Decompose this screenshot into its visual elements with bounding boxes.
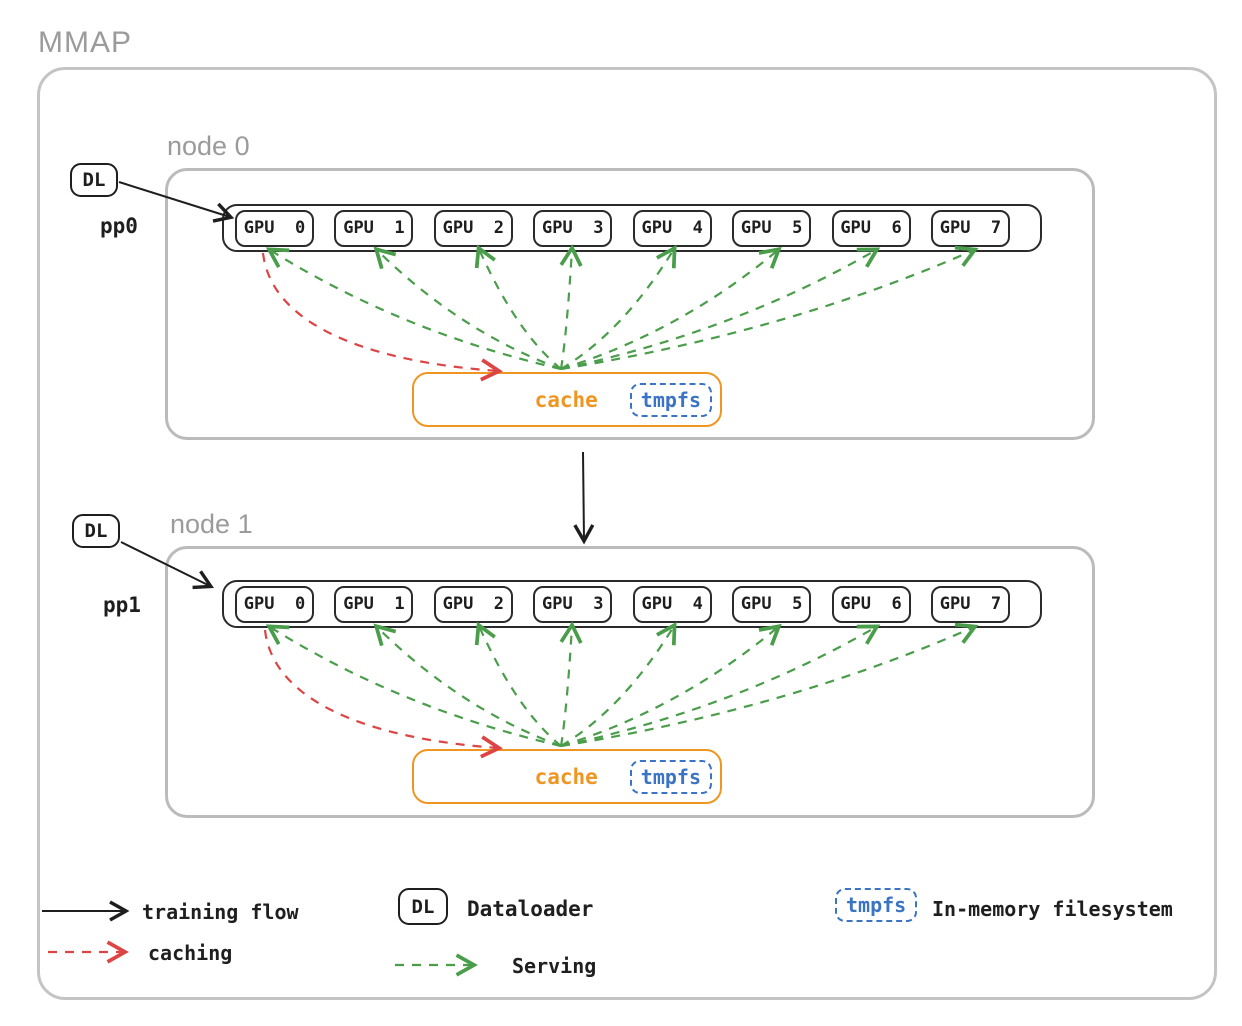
gpu-box: GPU 4: [633, 586, 712, 623]
gpu-box: GPU 3: [533, 586, 612, 623]
gpu-box: GPU 7: [931, 210, 1010, 247]
gpu-box: GPU 1: [334, 210, 413, 247]
cache-label: cache: [535, 765, 598, 789]
legend-tmpfs-box: tmpfs: [835, 888, 917, 922]
legend-training-flow-label: training flow: [142, 902, 299, 922]
gpu-box: GPU 2: [434, 210, 513, 247]
gpu-label: GPU 3: [542, 218, 603, 238]
gpu-label: GPU 5: [741, 218, 802, 238]
node1-tmpfs-box: tmpfs: [630, 760, 712, 794]
gpu-label: GPU 0: [244, 218, 305, 238]
node1-cache-box: cache tmpfs: [412, 749, 722, 804]
node0-label: node 0: [167, 133, 250, 160]
gpu-label: GPU 4: [641, 218, 702, 238]
gpu-box: GPU 1: [334, 586, 413, 623]
node0-tmpfs-box: tmpfs: [630, 383, 712, 417]
gpu-label: GPU 4: [641, 594, 702, 614]
gpu-label: GPU 6: [840, 218, 901, 238]
node1-dataloader-label: DL: [85, 520, 108, 542]
legend-caching-label: caching: [148, 943, 232, 963]
node0-pp-label: pp0: [100, 216, 138, 237]
node1-gpu-row: GPU 0 GPU 1 GPU 2 GPU 3 GPU 4 GPU 5 GPU …: [222, 580, 1042, 628]
legend-in-memory-filesystem-label: In-memory filesystem: [932, 899, 1173, 919]
gpu-label: GPU 6: [840, 594, 901, 614]
gpu-box: GPU 2: [434, 586, 513, 623]
gpu-label: GPU 3: [542, 594, 603, 614]
legend-dataloader-label: Dataloader: [467, 899, 593, 920]
gpu-label: GPU 5: [741, 594, 802, 614]
node0-dataloader-label: DL: [83, 169, 106, 191]
node0-dataloader-box: DL: [70, 163, 118, 197]
gpu-box: GPU 0: [235, 586, 314, 623]
gpu-box: GPU 6: [832, 210, 911, 247]
gpu-label: GPU 2: [443, 594, 504, 614]
legend-dataloader-box: DL: [398, 888, 448, 925]
gpu-label: GPU 7: [940, 218, 1001, 238]
node1-dataloader-box: DL: [72, 514, 120, 548]
node1-pp-label: pp1: [103, 595, 141, 616]
gpu-label: GPU 7: [940, 594, 1001, 614]
legend-serving-label: Serving: [512, 956, 596, 976]
gpu-box: GPU 5: [732, 210, 811, 247]
gpu-box: GPU 4: [633, 210, 712, 247]
cache-label: cache: [535, 388, 598, 412]
gpu-box: GPU 6: [832, 586, 911, 623]
node0-cache-box: cache tmpfs: [412, 372, 722, 427]
legend-dataloader-symbol: DL: [412, 896, 435, 918]
diagram-title: MMAP: [38, 28, 132, 58]
node1-label: node 1: [170, 511, 253, 538]
gpu-box: GPU 0: [235, 210, 314, 247]
gpu-label: GPU 1: [343, 594, 404, 614]
gpu-label: GPU 2: [443, 218, 504, 238]
gpu-label: GPU 0: [244, 594, 305, 614]
gpu-box: GPU 3: [533, 210, 612, 247]
gpu-label: GPU 1: [343, 218, 404, 238]
node0-gpu-row: GPU 0 GPU 1 GPU 2 GPU 3 GPU 4 GPU 5 GPU …: [222, 204, 1042, 252]
gpu-box: GPU 5: [732, 586, 811, 623]
gpu-box: GPU 7: [931, 586, 1010, 623]
